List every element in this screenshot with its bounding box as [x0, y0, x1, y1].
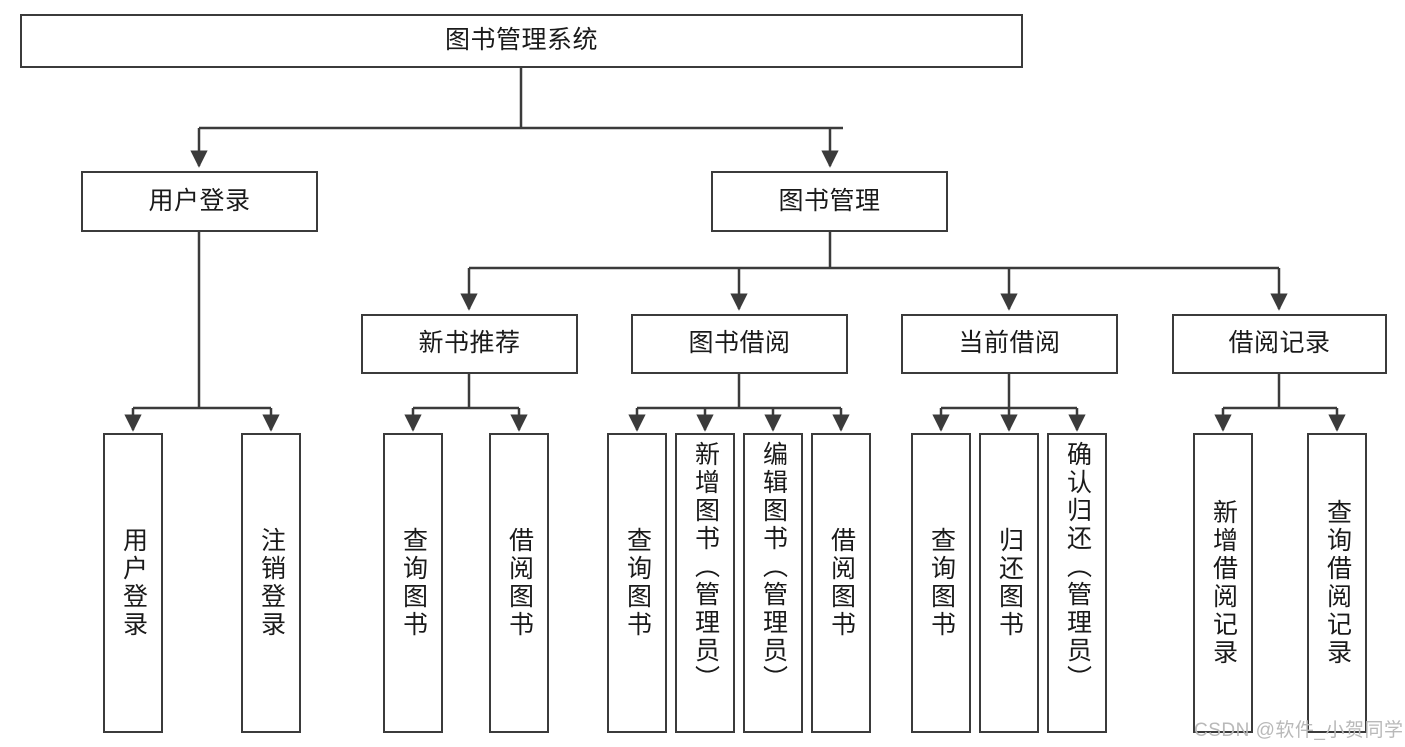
node-borrow-records[interactable]: 借阅记录 [1172, 314, 1387, 374]
node-label: 新增图书（管理员） [691, 441, 720, 693]
leaf-borrow-book[interactable]: 借阅图书 [811, 433, 871, 733]
leaf-user-login[interactable]: 用户登录 [103, 433, 163, 733]
leaf-add-book-admin[interactable]: 新增图书（管理员） [675, 433, 735, 733]
leaf-confirm-return-admin[interactable]: 确认归还（管理员） [1047, 433, 1107, 733]
node-label: 借阅图书 [505, 527, 534, 639]
node-label: 查询图书 [623, 527, 652, 639]
node-label: 查询借阅记录 [1323, 499, 1352, 667]
node-label: 图书管理系统 [444, 26, 598, 55]
node-label: 借阅记录 [1228, 329, 1331, 358]
node-current-borrow[interactable]: 当前借阅 [901, 314, 1118, 374]
node-label: 图书管理 [778, 186, 881, 215]
leaf-return-book[interactable]: 归还图书 [979, 433, 1039, 733]
csdn-watermark: CSDN @软件_小贺同学 [1194, 720, 1404, 741]
node-new-book-recommend[interactable]: 新书推荐 [361, 314, 578, 374]
node-label: 新增借阅记录 [1209, 499, 1238, 667]
leaf-query-book-current[interactable]: 查询图书 [911, 433, 971, 733]
node-label: 查询图书 [399, 527, 428, 639]
leaf-query-borrow-record[interactable]: 查询借阅记录 [1307, 433, 1367, 733]
leaf-query-book-borrow[interactable]: 查询图书 [607, 433, 667, 733]
node-label: 图书借阅 [688, 329, 791, 358]
node-book-borrow[interactable]: 图书借阅 [631, 314, 848, 374]
node-label: 用户登录 [148, 186, 251, 215]
node-label: 注销登录 [257, 527, 286, 639]
node-book-management[interactable]: 图书管理 [711, 171, 948, 232]
node-root-system[interactable]: 图书管理系统 [20, 14, 1023, 68]
node-label: 新书推荐 [418, 329, 521, 358]
node-label: 借阅图书 [827, 527, 856, 639]
leaf-query-book-newbook[interactable]: 查询图书 [383, 433, 443, 733]
node-label: 编辑图书（管理员） [759, 441, 788, 693]
node-label: 查询图书 [927, 527, 956, 639]
leaf-logout[interactable]: 注销登录 [241, 433, 301, 733]
leaf-add-borrow-record[interactable]: 新增借阅记录 [1193, 433, 1253, 733]
node-label: 归还图书 [995, 527, 1024, 639]
node-label: 用户登录 [119, 527, 148, 639]
leaf-borrow-book-newbook[interactable]: 借阅图书 [489, 433, 549, 733]
node-label: 确认归还（管理员） [1063, 441, 1092, 693]
node-user-login[interactable]: 用户登录 [81, 171, 318, 232]
leaf-edit-book-admin[interactable]: 编辑图书（管理员） [743, 433, 803, 733]
node-label: 当前借阅 [958, 329, 1061, 358]
